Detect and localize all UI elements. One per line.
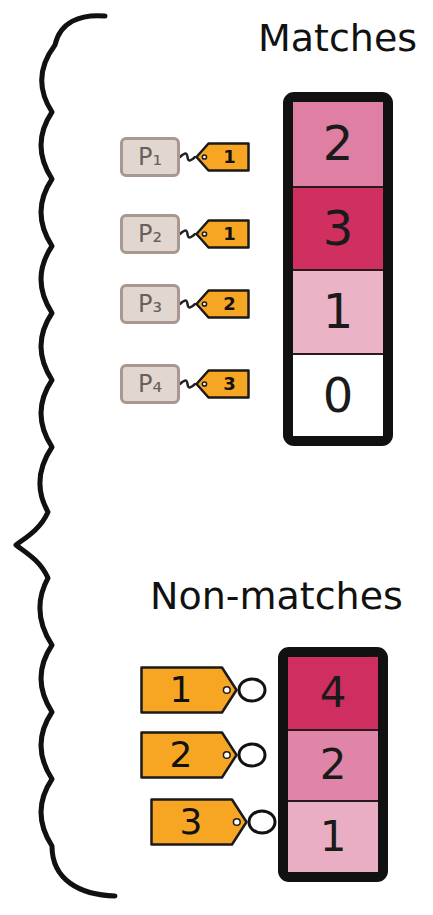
- tag-shape: [195, 369, 250, 399]
- tag-ring: [249, 811, 275, 833]
- group-heading: Non-matches: [150, 574, 403, 618]
- tag-string: [180, 154, 195, 161]
- count-tag: 2: [140, 731, 238, 779]
- tag-text: 1: [170, 670, 193, 710]
- count-tag: 1: [195, 142, 250, 172]
- count-cell: 3: [293, 186, 383, 270]
- tag-ring: [239, 679, 265, 701]
- tag-text: P₂: [138, 221, 162, 247]
- tag-text: 1: [223, 224, 236, 244]
- tag-shape: [195, 142, 250, 172]
- count-tag: 1: [195, 219, 250, 249]
- item-tag: P₁: [120, 137, 180, 177]
- count-number: 2: [320, 742, 347, 788]
- count-number: 0: [323, 369, 354, 422]
- item-tag: P₄: [120, 364, 180, 404]
- count-cell: 0: [293, 353, 383, 437]
- tag-text: 1: [223, 147, 236, 167]
- count-number: 1: [320, 814, 347, 860]
- count-cell: 2: [288, 729, 378, 801]
- tag-shape: [195, 219, 250, 249]
- count-cell: 1: [288, 800, 378, 872]
- column-frame: [283, 652, 383, 877]
- item-tag: P₃: [120, 284, 180, 324]
- tag-text: 2: [223, 294, 236, 314]
- curly-brace: [16, 16, 115, 896]
- count-number: 3: [323, 202, 354, 255]
- tag-string: [180, 301, 195, 308]
- tag-text: P₃: [138, 291, 162, 317]
- count-tag: 3: [150, 798, 248, 846]
- count-number: 2: [323, 117, 354, 170]
- count-cell: 4: [288, 657, 378, 729]
- tag-text: 3: [180, 802, 203, 842]
- tag-text: 2: [170, 735, 193, 775]
- tag-text: P₄: [138, 371, 162, 397]
- count-number: 1: [323, 285, 354, 338]
- count-cell: 2: [293, 102, 383, 186]
- tag-string: [180, 381, 195, 388]
- column-frame: [288, 97, 388, 441]
- count-tag: 2: [195, 289, 250, 319]
- group-heading: Matches: [258, 16, 417, 60]
- count-tag: 1: [140, 666, 238, 714]
- count-cell: 1: [293, 269, 383, 353]
- tag-ring: [239, 744, 265, 766]
- item-tag: P₂: [120, 214, 180, 254]
- count-number: 4: [320, 670, 347, 716]
- tag-text: 3: [223, 374, 236, 394]
- tag-shape: [195, 289, 250, 319]
- tag-string: [180, 231, 195, 238]
- tag-text: P₁: [138, 144, 162, 170]
- count-tag: 3: [195, 369, 250, 399]
